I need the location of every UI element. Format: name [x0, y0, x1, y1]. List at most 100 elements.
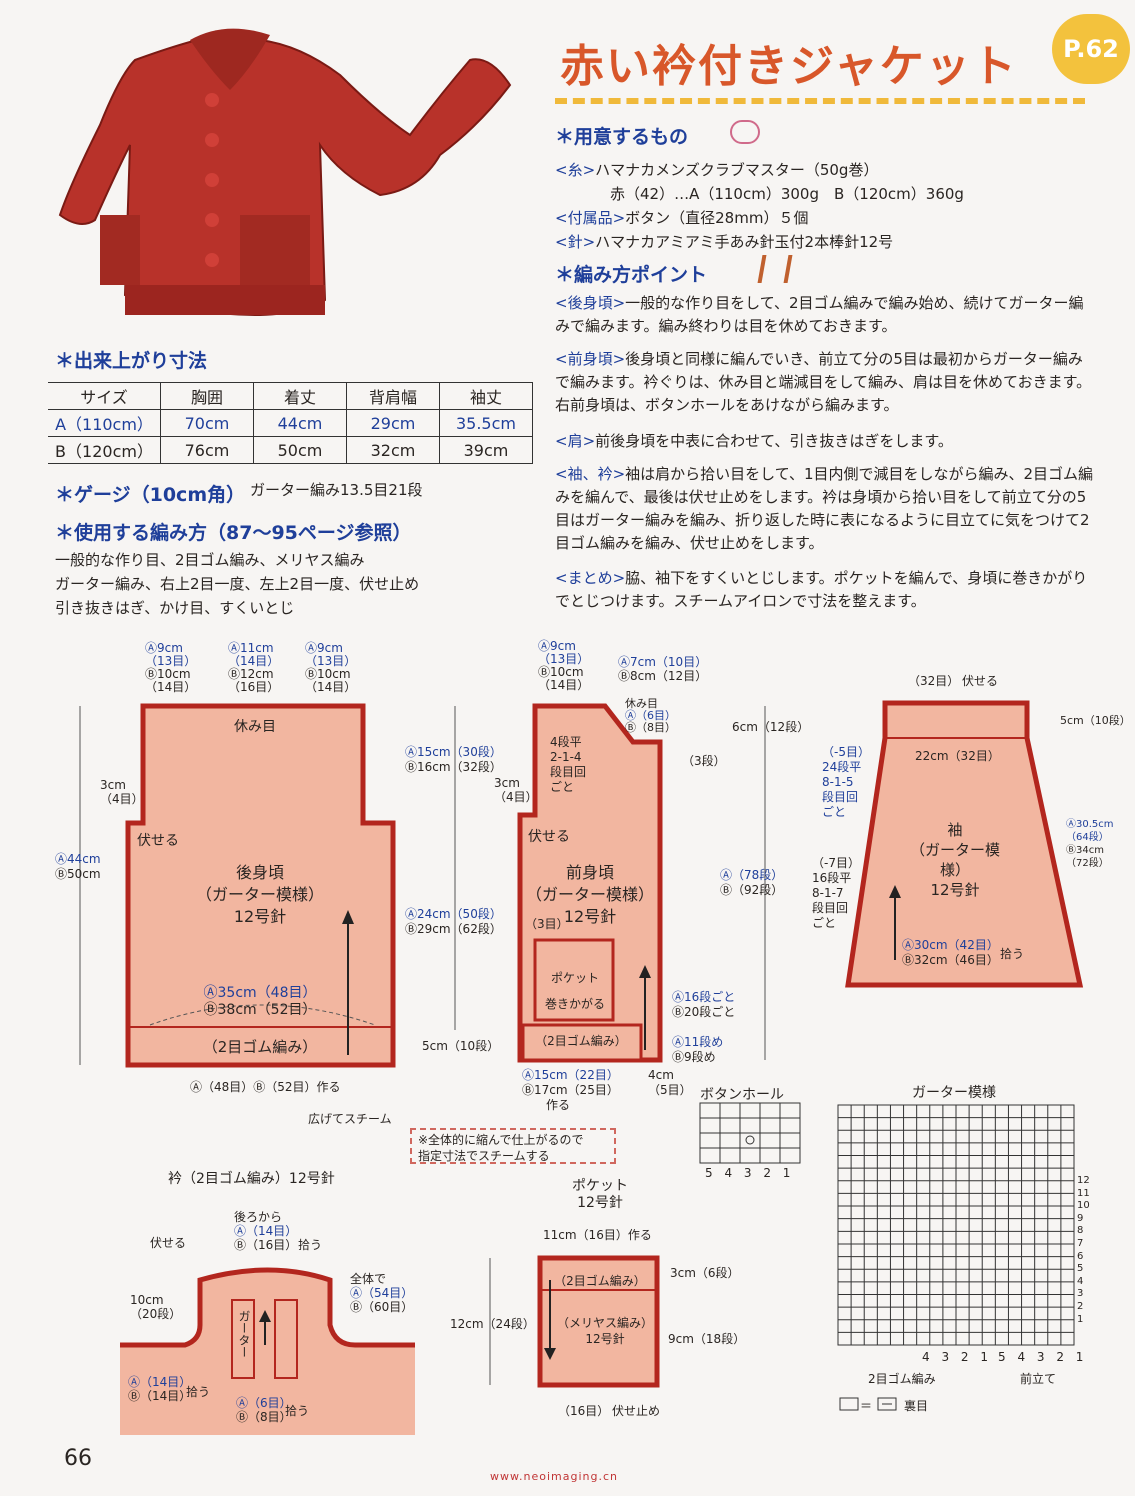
- garter-rib-label: 2目ゴム編み: [868, 1372, 936, 1386]
- size-header-cell: 袖丈: [439, 382, 533, 410]
- size-row-a: A（110cm） 70cm 44cm 29cm 35.5cm: [48, 409, 533, 437]
- dim: Ⓑ34cm: [1066, 845, 1104, 856]
- dim: Ⓑ17cm（25目）: [522, 1083, 619, 1097]
- front-width: Ⓐ15cm（22目） Ⓑ17cm（25目） 作る: [522, 1068, 619, 1113]
- site-watermark: www.neoimaging.cn: [490, 1470, 618, 1483]
- size-cell: B（120cm）: [48, 436, 161, 464]
- dim: Ⓐ30cm（42目）: [902, 938, 999, 952]
- back-cast-on: Ⓐ（48目）Ⓑ（52目）作る: [190, 1080, 341, 1094]
- dim: Ⓑ12cm: [228, 667, 274, 681]
- collar-pick-top: 拾う: [298, 1238, 323, 1252]
- yarn-label: <糸>: [555, 161, 596, 179]
- dim: 8-1-7: [812, 886, 844, 900]
- dim: Ⓐ9cm: [305, 641, 343, 655]
- size-cell: 39cm: [439, 436, 533, 464]
- dim: Ⓑ16cm（32段）: [405, 760, 502, 774]
- collar-back-from: 後ろから Ⓐ（14目） Ⓑ（16目）: [234, 1210, 297, 1252]
- sleeve-pattern: （ガーター模様）: [909, 841, 1000, 879]
- sleeve-point-label: <袖、衿>: [555, 465, 626, 483]
- back-piece-label: 後身頃 （ガーター模様） 12号針: [190, 862, 330, 928]
- dim: 2-1-4: [550, 750, 582, 764]
- gauge-text: ガーター編み13.5目21段: [250, 481, 423, 499]
- dim: （-5目）: [822, 745, 870, 759]
- back-point: <後身頃>一般的な作り目をして、2目ゴム編みで編み始め、続けてガーター編みで編み…: [555, 292, 1095, 338]
- pocket-height: 12cm（24段）: [450, 1317, 535, 1331]
- sleeve-bind: 伏せる: [962, 674, 999, 688]
- front-neck-dec: 4段平 2-1-4 段目回 ごと: [550, 735, 586, 795]
- front-bind-label: 伏せる: [528, 829, 570, 845]
- dim: 16段平: [812, 871, 852, 885]
- sleeve-bottom-width: Ⓐ30cm（42目） Ⓑ32cm（46目）: [902, 938, 999, 968]
- dim: Ⓑ50cm: [55, 867, 101, 881]
- front-three-me: （3目）: [525, 917, 569, 931]
- size-table: サイズ 胸囲 着丈 背肩幅 袖丈 A（110cm） 70cm 44cm 29cm…: [48, 382, 533, 464]
- pocket-heading: ポケット 12号針: [550, 1178, 650, 1212]
- pocket-rib-height: 3cm（6段）: [670, 1266, 740, 1280]
- knitting-needles-icon: [757, 255, 793, 283]
- page-title: 赤い衿付きジャケット: [560, 41, 1018, 92]
- back-needle: 12号針: [233, 907, 287, 926]
- sleeve-dec-b: （-7目） 16段平 8-1-7 段目回 ごと: [812, 856, 860, 931]
- dim: Ⓑ10cm: [305, 667, 351, 681]
- dim: Ⓐ（6目）: [625, 709, 676, 722]
- dim: 3cm: [494, 776, 520, 790]
- sleeve-top-me: （32目）: [908, 674, 960, 688]
- size-cell: 29cm: [346, 409, 440, 437]
- dim: 段目回: [550, 765, 587, 779]
- back-arm-height: Ⓐ15cm（30段） Ⓑ16cm（32段）: [405, 745, 502, 775]
- back-rest-label: 休み目: [234, 719, 276, 735]
- back-top-right: Ⓐ9cm （13目） Ⓑ10cm （14目）: [305, 642, 356, 694]
- dim: Ⓑ（8目）: [236, 1410, 292, 1424]
- back-rib-label: （2目ゴム編み）: [202, 1038, 318, 1056]
- back-left-3cm: 3cm （4目）: [100, 778, 144, 806]
- dim: Ⓐ7cm（10目）: [618, 655, 708, 669]
- dim: 段目回: [812, 901, 849, 915]
- dim: ごと: [822, 805, 847, 819]
- dim: Ⓑ10cm: [145, 667, 191, 681]
- front-rib-label: （2目ゴム編み）: [535, 1034, 627, 1048]
- dim: Ⓑ10cm: [538, 665, 584, 679]
- dim: Ⓐ（54目）: [350, 1286, 414, 1300]
- needle-text: ハマナカアミアミ手あみ針玉付2本棒針12号: [595, 233, 894, 251]
- page-ref-badge: P.62: [1052, 14, 1130, 84]
- pocket-stock: （メリヤス編み） 12号針: [555, 1315, 655, 1347]
- collar-garter: ガーター: [237, 1310, 251, 1358]
- dim: 4段平: [550, 735, 582, 749]
- page-number: 66: [64, 1446, 92, 1471]
- dim: Ⓐ11cm: [228, 641, 274, 655]
- front-rest: 休み目 Ⓐ（6目） Ⓑ（8目）: [625, 698, 676, 734]
- dim: （14目）: [228, 654, 280, 668]
- dim: Ⓑ29cm（62段）: [405, 922, 502, 936]
- garter-row-number: 11: [1077, 1187, 1090, 1199]
- dim: ごと: [550, 780, 575, 794]
- back-point-label: <後身頃>: [555, 294, 626, 312]
- dim: Ⓐ30.5cm: [1066, 819, 1114, 830]
- technique-line: 引き抜きはぎ、かけ目、すくいとじ: [55, 599, 295, 617]
- finish-point-text: 脇、袖下をすくいとじします。ポケットを編んで、身頃に巻きかがりでとじつけます。ス…: [555, 569, 1088, 610]
- front-point-label: <前身頃>: [555, 350, 626, 368]
- front-top-left: Ⓐ9cm （13目） Ⓑ10cm （14目）: [538, 640, 589, 692]
- sleeve-point-text: 袖は肩から拾い目をして、1目内側で減目をしながら編み、2目ゴム編みを編んで、最後…: [555, 465, 1094, 552]
- dim: Ⓐ15cm（22目）: [522, 1068, 619, 1082]
- dim: （-7目）: [812, 856, 860, 870]
- garter-row-number: 3: [1077, 1288, 1084, 1300]
- size-cell: 44cm: [253, 409, 347, 437]
- garter-row-number: 4: [1077, 1275, 1084, 1287]
- dim: Ⓑ32cm（46目）: [902, 953, 999, 967]
- front-left-3cm: 3cm （4目）: [494, 776, 538, 804]
- dim: Ⓐ44cm: [55, 852, 101, 866]
- back-pattern: （ガーター模様）: [195, 885, 324, 904]
- note-line: ※全体的に縮んで仕上がるので: [418, 1133, 584, 1147]
- dim: Ⓑ（8目）: [625, 721, 676, 734]
- size-header-cell: 着丈: [253, 382, 347, 410]
- dim: Ⓑ9段め: [672, 1050, 716, 1064]
- needle-label: <針>: [555, 233, 596, 251]
- pocket-top: 11cm（16目）作る: [543, 1228, 652, 1242]
- dim: Ⓑ（16目）: [234, 1238, 298, 1252]
- front-pocket-label: ポケット 巻きかがる: [540, 965, 610, 1017]
- sleeve-point: <袖、衿>袖は肩から拾い目をして、1目内側で減目をしながら編み、2目ゴム編みを編…: [555, 463, 1095, 555]
- buttonhole-chart: [699, 1102, 801, 1164]
- pocket-body-height: 9cm（18段）: [668, 1332, 746, 1346]
- back-height: Ⓐ44cm Ⓑ50cm: [55, 852, 101, 882]
- sleeve-piece-label: 袖 （ガーター模様） 12号針: [900, 820, 1010, 900]
